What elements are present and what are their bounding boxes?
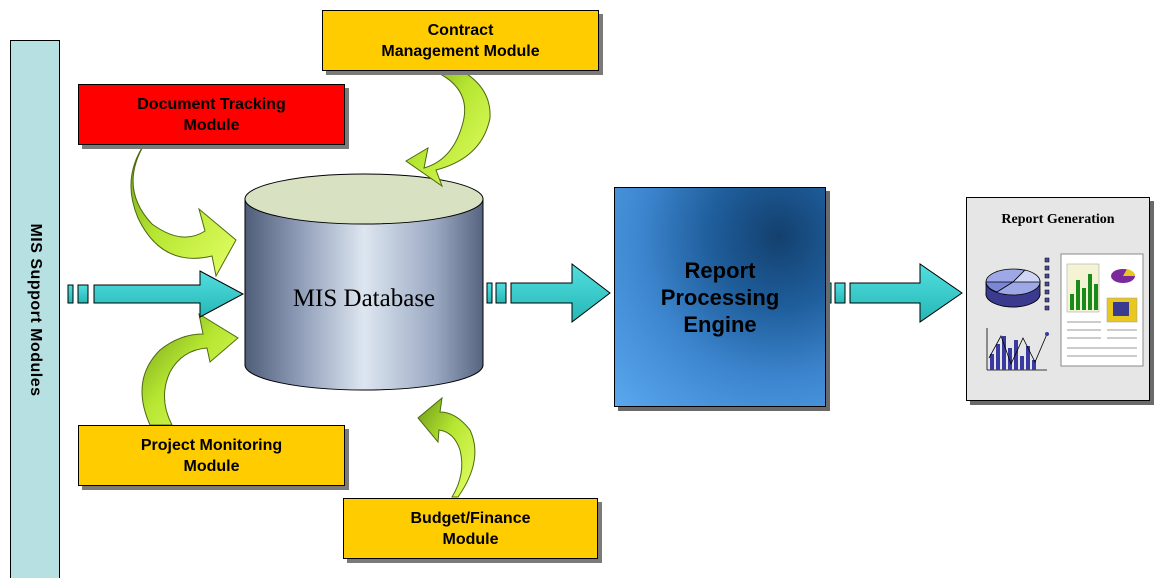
arrow-engine-to-report [825, 263, 963, 323]
contract-management-line1: Contract [427, 21, 494, 39]
document-tracking-line2: Module [183, 116, 240, 134]
project-monitoring-line1: Project Monitoring [140, 436, 283, 454]
budget-finance-line2: Module [442, 530, 499, 548]
pie-chart-icon [985, 268, 1041, 308]
curved-arrow-project-monitoring [141, 312, 239, 426]
report-generation-title: Report Generation [1001, 212, 1115, 227]
engine-line1: Report [684, 257, 756, 283]
curved-arrow-budget-finance [417, 396, 476, 498]
mis-support-modules-bar: MIS Support Modules [10, 40, 60, 578]
report-document-icon [1060, 253, 1144, 367]
database-label: MIS Database [292, 285, 436, 312]
document-tracking-module: Document Tracking Module [78, 84, 345, 145]
contract-management-module: Contract Management Module [322, 10, 599, 71]
document-tracking-line1: Document Tracking [137, 95, 286, 113]
budget-finance-module: Budget/Finance Module [343, 498, 598, 559]
project-monitoring-line2: Module [183, 457, 240, 475]
curved-arrow-contract-management [405, 63, 491, 188]
arrow-support-to-database [67, 270, 245, 318]
database-cylinder [244, 173, 484, 391]
engine-line3: Engine [683, 311, 757, 337]
legend-squares-icon [1044, 257, 1050, 311]
report-processing-engine: Report Processing Engine [614, 187, 826, 407]
report-illustration [985, 253, 1144, 371]
engine-line2: Processing [660, 284, 780, 310]
budget-finance-line1: Budget/Finance [410, 509, 531, 527]
report-generation-box: Report Generation [966, 197, 1150, 401]
contract-management-line2: Management Module [381, 42, 540, 60]
project-monitoring-module: Project Monitoring Module [78, 425, 345, 486]
arrow-database-to-engine [486, 262, 611, 324]
curved-arrow-document-tracking [130, 142, 237, 278]
bar-chart-icon [986, 328, 1049, 371]
